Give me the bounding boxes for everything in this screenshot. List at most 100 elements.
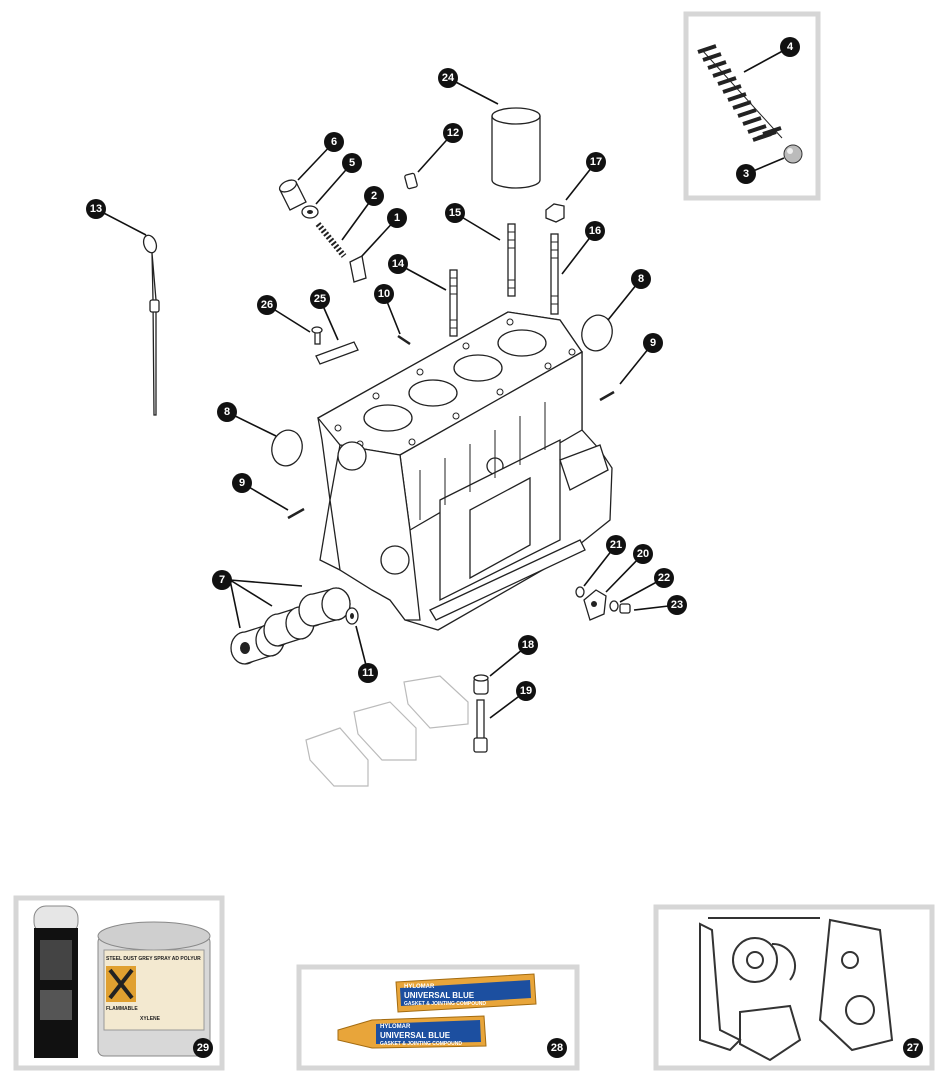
cylinder-liner-part-24 (491, 107, 541, 189)
hylomar-tube-brand: HYLOMAR (380, 1024, 411, 1030)
flammable-label: FLAMMABLE (106, 1006, 138, 1012)
callout-7: 7 (212, 570, 232, 590)
pin-part-9-right (599, 390, 615, 402)
callout-27: 27 (903, 1038, 923, 1058)
inset-panel-gaskets (653, 904, 935, 1071)
callout-3: 3 (736, 164, 756, 184)
stud-part-15 (507, 223, 516, 297)
callout-12: 12 (443, 123, 463, 143)
callout-24-label: 24 (442, 72, 455, 84)
sealant-box: HYLOMAR UNIVERSAL BLUE GASKET & JOINTING… (395, 973, 537, 1013)
callout-23: 23 (667, 595, 687, 615)
valve-part-1 (349, 255, 367, 283)
callout-9-right: 9 (643, 333, 663, 353)
universal-blue-tube: UNIVERSAL BLUE (380, 1031, 451, 1040)
callout-2: 2 (364, 186, 384, 206)
pin-part-10 (397, 334, 411, 346)
bolt-part-19 (473, 699, 488, 753)
gasket-compound-box: GASKET & JOINTING COMPOUND (404, 1001, 486, 1007)
callout-6-label: 6 (331, 136, 337, 148)
callout-25-label: 25 (314, 293, 326, 305)
washer-part-22 (609, 600, 619, 612)
callout-11: 11 (358, 663, 378, 683)
ball-part-3 (783, 144, 803, 164)
callout-16-label: 16 (589, 225, 601, 237)
callout-21: 21 (606, 535, 626, 555)
callout-17: 17 (586, 152, 606, 172)
callout-19: 19 (516, 681, 536, 701)
dowel-part-12 (404, 172, 418, 190)
callout-25: 25 (310, 289, 330, 309)
spray-can (33, 905, 79, 1058)
callout-10-label: 10 (378, 288, 390, 300)
callout-6: 6 (324, 132, 344, 152)
callout-10: 10 (374, 284, 394, 304)
strap-part-25 (315, 341, 359, 365)
callout-21-label: 21 (610, 539, 622, 551)
core-plug-part-8-left (271, 429, 303, 467)
spring-part-4 (697, 44, 783, 142)
callout-3-label: 3 (743, 168, 749, 180)
callout-14-label: 14 (392, 258, 405, 270)
contains-label: XYLENE (140, 1016, 161, 1022)
callout-8-left: 8 (217, 402, 237, 422)
washer-part-5 (301, 205, 319, 219)
callout-1-label: 1 (394, 212, 400, 224)
callout-8-right: 8 (631, 269, 651, 289)
callout-18: 18 (518, 635, 538, 655)
callout-26-label: 26 (261, 299, 273, 311)
dowel-part-18 (473, 674, 489, 695)
callout-19-label: 19 (520, 685, 532, 697)
callout-28-label: 28 (551, 1042, 563, 1054)
callout-18-label: 18 (522, 639, 534, 651)
dowel-part-11 (345, 607, 359, 625)
callout-15: 15 (445, 203, 465, 223)
plug-part-6 (278, 179, 307, 211)
callout-28: 28 (547, 1038, 567, 1058)
sealant-tube: HYLOMAR UNIVERSAL BLUE GASKET & JOINTING… (337, 1015, 487, 1049)
callout-7-label: 7 (219, 574, 225, 586)
callout-9-right-label: 9 (650, 337, 656, 349)
cam-bearings-part-7 (230, 587, 351, 665)
callout-9-left: 9 (232, 473, 252, 493)
cylinder-bores (363, 329, 547, 432)
paint-can-title: STEEL DUST GREY SPRAY AD POLYUR (106, 956, 201, 962)
stud-part-14 (449, 269, 458, 337)
callout-4-label: 4 (787, 41, 794, 53)
callout-13: 13 (86, 199, 106, 219)
main-bearing-caps (305, 675, 469, 787)
pin-part-9-left (287, 507, 305, 520)
callout-20-label: 20 (637, 548, 649, 560)
bolt-part-26 (311, 326, 323, 345)
callout-5-label: 5 (349, 157, 355, 169)
inset-panel-paint: STEEL DUST GREY SPRAY AD POLYUR FLAMMABL… (13, 895, 225, 1071)
callout-8-right-label: 8 (638, 273, 644, 285)
gasket-compound-tube: GASKET & JOINTING COMPOUND (380, 1041, 462, 1047)
callout-24: 24 (438, 68, 458, 88)
callout-8-left-label: 8 (224, 406, 230, 418)
callout-22: 22 (654, 568, 674, 588)
callout-14: 14 (388, 254, 408, 274)
callout-16: 16 (585, 221, 605, 241)
paint-tin: STEEL DUST GREY SPRAY AD POLYUR FLAMMABL… (97, 921, 211, 1057)
callout-11-label: 11 (362, 667, 374, 679)
universal-blue-box: UNIVERSAL BLUE (404, 991, 475, 1000)
dipstick-part-13 (142, 234, 160, 416)
callout-2-label: 2 (371, 190, 377, 202)
callout-22-label: 22 (658, 572, 670, 584)
stud-part-16 (550, 233, 559, 315)
callout-27-label: 27 (907, 1042, 919, 1054)
callout-13-label: 13 (90, 203, 102, 215)
callout-26: 26 (257, 295, 277, 315)
callout-29-label: 29 (197, 1042, 209, 1054)
nut-part-17 (545, 203, 565, 223)
callout-9-left-label: 9 (239, 477, 245, 489)
engine-block (317, 311, 613, 631)
callout-15-label: 15 (449, 207, 461, 219)
callout-20: 20 (633, 544, 653, 564)
callout-17-label: 17 (590, 156, 602, 168)
core-plug-part-8-right (581, 314, 613, 352)
spring-part-2 (315, 222, 347, 258)
callout-1: 1 (387, 208, 407, 228)
